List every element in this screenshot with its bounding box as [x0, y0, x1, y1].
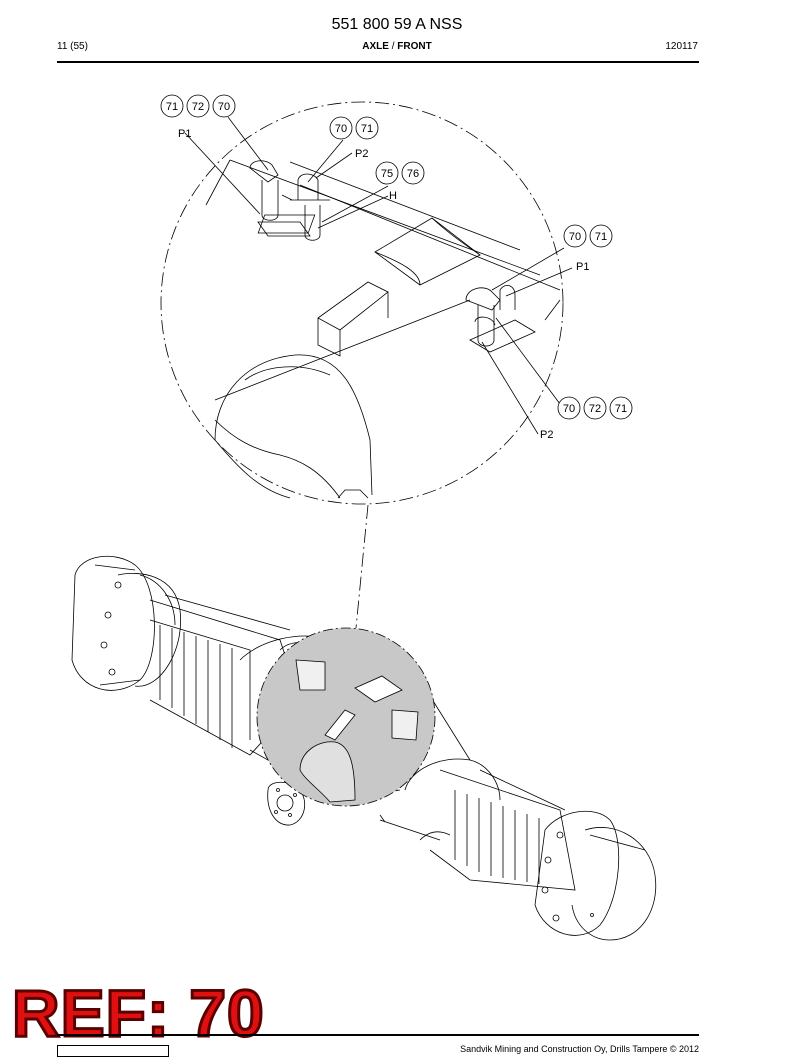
section-title: AXLE / FRONT — [0, 41, 794, 52]
callout-number: 72 — [589, 403, 601, 415]
detail-view-circle — [160, 101, 564, 505]
callout-number: 72 — [192, 101, 204, 113]
brand-logo — [57, 1045, 169, 1057]
front-axle-assembly — [71, 556, 657, 941]
callout-number: 71 — [166, 101, 178, 113]
callout-number: 71 — [595, 231, 607, 243]
section-separator: / — [388, 41, 398, 52]
detail-housing — [205, 159, 561, 499]
port-label: H — [389, 190, 397, 202]
port-label: P2 — [355, 148, 368, 160]
port-label: P1 — [576, 261, 589, 273]
document-number: 551 800 59 A NSS — [331, 16, 463, 33]
callout-number: 76 — [407, 168, 419, 180]
page-indicator: 11 (55) — [57, 41, 88, 52]
callout-number: 70 — [569, 231, 581, 243]
callout-group-3: 75 76 H — [375, 161, 425, 202]
zoom-highlight — [256, 627, 436, 807]
callout-number: 70 — [218, 101, 230, 113]
date-code: 120117 — [665, 41, 698, 52]
section-sub: FRONT — [397, 41, 432, 52]
callout-group-1: 71 72 70 P1 — [160, 94, 236, 140]
reference-stamp: REF: 70 — [11, 976, 266, 1050]
callout-number: 71 — [361, 123, 373, 135]
callout-number: 70 — [563, 403, 575, 415]
callout-number: 71 — [615, 403, 627, 415]
callout-group-2: 70 71 P2 — [329, 116, 379, 160]
callout-number: 75 — [381, 168, 393, 180]
footer-divider — [57, 1034, 699, 1036]
section-main: AXLE — [362, 41, 389, 52]
detail-connector-line — [355, 504, 369, 629]
port-label: P2 — [540, 429, 553, 441]
callout-number: 70 — [335, 123, 347, 135]
callout-group-5: 70 72 71 P2 — [540, 396, 633, 441]
header-divider — [57, 61, 699, 63]
leader-lines — [184, 116, 573, 435]
port-label: P1 — [178, 128, 191, 140]
callout-group-4: 70 71 P1 — [563, 224, 613, 273]
footer-copyright: Sandvik Mining and Construction Oy, Dril… — [460, 1044, 699, 1054]
